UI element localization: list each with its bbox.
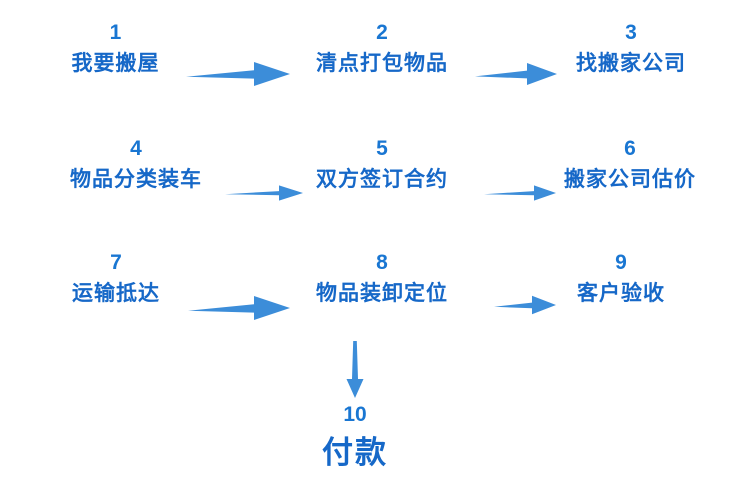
step-6-label: 搬家公司估价 [564, 168, 696, 191]
step-9-number: 9 [615, 251, 627, 274]
step-10-number: 10 [343, 403, 367, 426]
step-10: 10 付款 [297, 404, 413, 470]
step-6: 6 搬家公司估价 [545, 138, 715, 191]
step-5: 5 双方签订合约 [297, 138, 467, 191]
step-2-number: 2 [376, 21, 388, 44]
step-9: 9 客户验收 [557, 252, 685, 305]
step-5-number: 5 [376, 137, 388, 160]
step-2-label: 清点打包物品 [316, 52, 448, 75]
step-3-number: 3 [625, 21, 637, 44]
arrow-4-to-5 [225, 184, 303, 202]
arrow-7-to-8 [188, 294, 290, 322]
step-2: 2 清点打包物品 [297, 22, 467, 75]
step-1-label: 我要搬屋 [71, 52, 160, 75]
arrow-8-to-10 [340, 341, 370, 398]
step-6-number: 6 [624, 137, 636, 160]
arrow-5-to-6 [484, 184, 556, 202]
step-8-number: 8 [376, 251, 388, 274]
arrow-1-to-2 [186, 60, 290, 88]
step-3: 3 找搬家公司 [557, 22, 705, 75]
step-10-label: 付款 [322, 435, 388, 470]
step-1-number: 1 [109, 21, 122, 44]
step-7: 7 运输抵达 [52, 252, 180, 305]
step-1: 1 我要搬屋 [48, 22, 183, 75]
step-4-label: 物品分类装车 [70, 168, 202, 191]
step-8-label: 物品装卸定位 [316, 282, 448, 305]
step-7-label: 运输抵达 [72, 282, 160, 305]
arrow-8-to-9 [494, 294, 556, 316]
step-7-number: 7 [110, 251, 122, 274]
arrow-2-to-3 [475, 61, 557, 87]
step-8: 8 物品装卸定位 [297, 252, 467, 305]
step-4: 4 物品分类装车 [52, 138, 220, 191]
step-3-label: 找搬家公司 [576, 52, 686, 75]
step-9-label: 客户验收 [577, 282, 665, 305]
step-5-label: 双方签订合约 [316, 168, 448, 191]
step-4-number: 4 [130, 137, 142, 160]
